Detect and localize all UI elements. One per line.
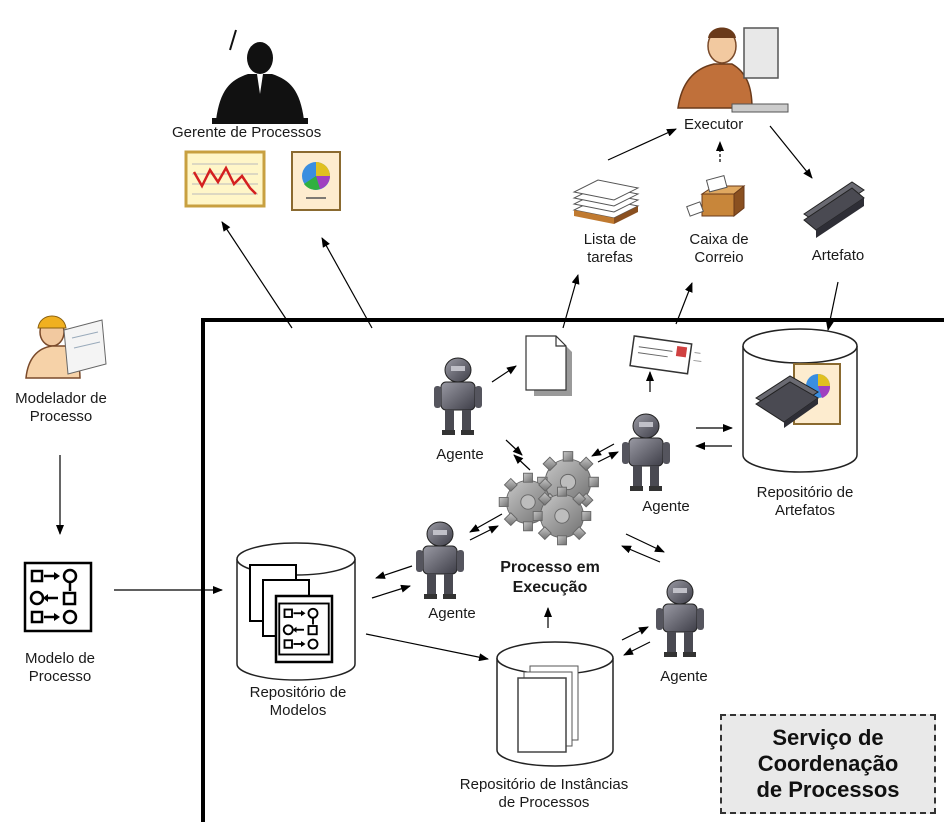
process-running-label-line1: Processo em [500,559,600,576]
stapler-icon [803,181,865,238]
manager-label: Gerente de Processos [172,124,322,141]
task-list-label: Lista de tarefas [570,231,650,267]
model-repo-label-line1: Repositório de [249,684,347,701]
agent-label-3: Agente [428,605,476,622]
modeler-label: Modelador de Processo [6,390,116,426]
engineer-with-plans-icon [25,315,107,379]
document-icon [525,335,572,396]
paper-stack-icon [572,179,640,224]
task-list-label-line1: Lista de [583,231,637,248]
robot-icon [621,413,671,492]
artifact-repo-label-line1: Repositório de [756,484,854,501]
mailbox-label: Caixa de Correio [676,231,762,267]
agent-label-4: Agente [660,668,708,685]
process-model-label-line2: Processo [28,668,92,685]
service-boundary [201,318,944,822]
instance-repo-label-line1: Repositório de Instâncias [459,776,629,793]
agent-label-1: Agente [436,446,484,463]
process-model-label-line1: Modelo de [24,650,96,667]
artifact-repository-cylinder [742,328,858,473]
flow-arrows [56,125,839,662]
mailbox-label-line2: Correio [694,249,744,266]
artifact-repo-label-line2: Artefatos [774,502,836,519]
agent-label-2: Agente [642,498,690,515]
task-list-label-line2: tarefas [587,249,633,266]
process-running-label-line2: Execução [512,579,588,596]
artifact-label: Artefato [811,247,865,264]
instance-repository-cylinder [496,641,614,767]
instance-documents [517,665,579,753]
process-running-label: Processo em Execução [488,558,612,598]
gears-icon [498,451,599,546]
modeler-label-line2: Processo [29,408,93,425]
service-title-line1: Serviço de [772,725,884,750]
artifact-contents [755,363,841,428]
office-worker-icon [677,27,789,113]
service-title-line2: Coordenação [757,751,899,776]
robot-icon [415,521,465,600]
model-repository-cylinder [236,542,356,681]
modeler-label-line1: Modelador de [15,390,107,407]
flow-diagram-icon [23,561,93,633]
model-repo-label: Repositório de Modelos [232,684,364,720]
model-repo-label-line2: Modelos [269,702,327,719]
instance-repo-label: Repositório de Instâncias de Processos [444,776,644,812]
stacked-model-documents [249,564,334,664]
mailbox-icon [686,175,746,218]
robot-icon [433,357,483,436]
mailbox-label-line1: Caixa de [689,231,749,248]
businessman-silhouette-icon [212,29,308,124]
pie-chart-icon [291,151,341,211]
line-chart-icon [184,150,266,208]
executor-label: Executor [684,116,744,133]
robot-icon [655,579,705,658]
artifact-repo-label: Repositório de Artefatos [740,484,870,520]
envelope-icon [629,335,702,375]
instance-repo-label-line2: de Processos [498,794,590,811]
service-title-box: Serviço de Coordenação de Processos [720,714,936,814]
process-model-label: Modelo de Processo [10,650,110,686]
service-title-line3: de Processos [756,777,900,802]
